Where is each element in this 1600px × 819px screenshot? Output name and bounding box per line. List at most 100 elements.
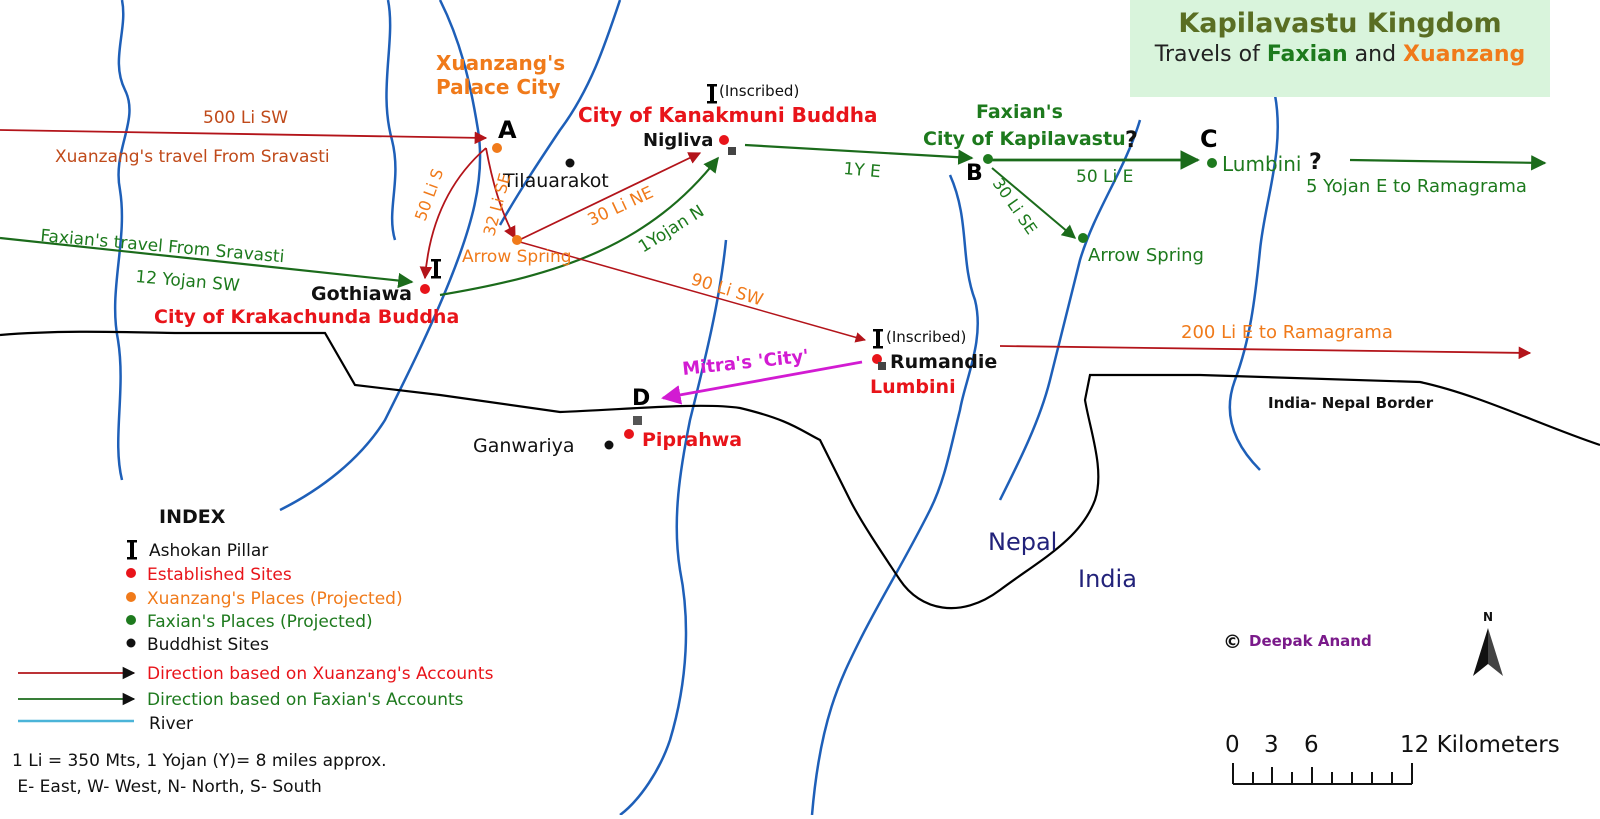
river-far-left <box>113 0 131 481</box>
index-label-established: Established Sites <box>147 565 292 585</box>
route-label-fx-from: Faxian's travel From Sravasti <box>40 226 286 267</box>
subtitle-and: and <box>1354 42 1397 67</box>
fx-route-30li-se <box>991 167 1077 239</box>
label-nepal: Nepal <box>988 528 1057 556</box>
xz-place-arrow-spring-dot <box>512 235 522 245</box>
label-ganwariya: Ganwariya <box>473 435 575 457</box>
river-upper-center <box>498 0 622 226</box>
india-nepal-border <box>0 330 1600 610</box>
scale-tick-3: 3 <box>1264 732 1279 758</box>
label-inscribed-rumandie: (Inscribed) <box>886 328 966 346</box>
xz-route-200li <box>999 345 1532 360</box>
scale-tick-6: 6 <box>1304 732 1319 758</box>
label-xuanzang-palace-1: Xuanzang's <box>436 51 565 75</box>
river-center <box>619 239 728 816</box>
fx-route-12yojan <box>0 236 414 289</box>
route-label-50li-e: 50 Li E <box>1076 167 1133 187</box>
label-a: A <box>498 116 517 144</box>
map-title: Kapilavastu Kingdom <box>1178 8 1502 39</box>
site-markers <box>420 135 1217 450</box>
subtitle-prefix: Travels of <box>1154 42 1260 67</box>
copyright-symbol: © <box>1223 631 1242 653</box>
fx-route-5yojan <box>1349 155 1547 171</box>
note-line-2: E- East, W- West, N- North, S- South <box>12 777 322 797</box>
river-upper-left <box>385 0 397 241</box>
scale-tick-12: 12 Kilometers <box>1400 732 1560 758</box>
rumandie-square <box>878 362 886 370</box>
routes <box>0 129 1547 405</box>
pillar-nigliva-icon <box>707 84 717 104</box>
established-piprahwa-dot <box>624 429 634 439</box>
route-label-12yojan: 12 Yojan SW <box>135 267 241 296</box>
index-label-pillar: Ashokan Pillar <box>149 541 268 561</box>
index-label-buddhist: Buddhist Sites <box>147 635 269 655</box>
ashokan-pillars <box>127 84 883 560</box>
index-dot-established <box>126 568 136 578</box>
route-label-xz-from: Xuanzang's travel From Sravasti <box>55 147 330 167</box>
xz-route-500li <box>0 129 488 145</box>
fx-place-arrow-spring-dot <box>1078 233 1088 243</box>
label-arrow-spring-xz: Arrow Spring <box>462 247 572 267</box>
index-label-xz-direction: Direction based on Xuanzang's Accounts <box>147 664 494 684</box>
route-label-50li-s: 50 Li S <box>411 166 447 223</box>
river-far-right <box>1228 94 1279 471</box>
label-tilauarakot: Tilauarakot <box>502 170 609 192</box>
route-label-200li: 200 Li E to Ramagrama <box>1181 322 1393 343</box>
subtitle-xuanzang: Xuanzang <box>1403 42 1526 67</box>
fx-place-lumbini-c-dot <box>1207 158 1217 168</box>
index-dot-buddhist <box>126 638 136 648</box>
label-faxian-city-2: City of Kapilavastu <box>923 128 1126 150</box>
route-label-90li-sw: 90 Li SW <box>689 270 766 311</box>
north-arrow-icon: N <box>1473 610 1503 676</box>
label-arrow-spring-fx: Arrow Spring <box>1088 245 1204 266</box>
river-right-center <box>810 174 979 816</box>
label-gothiawa: Gothiawa <box>311 283 412 305</box>
label-xuanzang-palace-2: Palace City <box>436 75 560 99</box>
label-border: India- Nepal Border <box>1268 394 1434 412</box>
scale-bar: 0 3 6 12 Kilometers <box>1225 732 1560 785</box>
route-label-1yojan-n: 1Yojan N <box>635 201 708 257</box>
label-c: C <box>1200 125 1218 153</box>
fx-route-1yojan-n <box>439 156 719 297</box>
label-nigliva: Nigliva <box>643 130 713 151</box>
index-label-faxian: Faxian's Places (Projected) <box>147 612 373 632</box>
xz-place-a-dot <box>492 143 502 153</box>
subtitle-faxian: Faxian <box>1266 42 1348 67</box>
map-index: INDEX Ashokan Pillar Established Sites X… <box>12 506 494 797</box>
label-kanakmuni: City of Kanakmuni Buddha <box>578 103 878 127</box>
buddhist-site-tilauarakot-dot <box>565 158 575 168</box>
label-inscribed-nigliva: (Inscribed) <box>719 82 799 100</box>
established-gothiawa-dot <box>420 284 430 294</box>
label-piprahwa: Piprahwa <box>642 429 742 451</box>
scale-tick-0: 0 <box>1225 732 1240 758</box>
river-right <box>998 119 1142 501</box>
established-rumandie-dot <box>872 354 882 364</box>
label-d: D <box>632 386 650 411</box>
pillar-rumandie-icon <box>873 329 883 349</box>
river-main <box>279 0 482 512</box>
label-rumandie: Rumandie <box>890 351 997 373</box>
credit-author: Deepak Anand <box>1249 632 1372 650</box>
xz-route-90li-sw <box>519 241 867 343</box>
label-faxian-city-question: ? <box>1125 128 1138 153</box>
title-box: Kapilavastu Kingdom Travels of Faxian an… <box>1130 0 1550 97</box>
label-india: India <box>1078 565 1137 593</box>
north-label: N <box>1483 610 1493 624</box>
mitra-route <box>661 360 863 405</box>
pillar-index-icon <box>127 540 137 560</box>
route-label-5yojan: 5 Yojan E to Ramagrama <box>1306 176 1527 197</box>
xz-route-32li-se <box>485 147 516 240</box>
label-faxian-city-1: Faxian's <box>976 101 1063 123</box>
buddhist-site-ganwariya-dot <box>604 440 614 450</box>
xz-route-50li-s <box>419 147 487 280</box>
xz-route-30li-ne <box>514 152 702 243</box>
index-label-fx-direction: Direction based on Faxian's Accounts <box>147 690 464 710</box>
pillar-gothiawa-icon <box>431 259 441 279</box>
established-nigliva-dot <box>719 135 729 145</box>
index-dot-faxian <box>126 615 136 625</box>
index-label-river: River <box>149 714 193 734</box>
rivers <box>113 0 1279 816</box>
label-lumbini-c: Lumbini <box>1222 152 1301 176</box>
route-label-500li: 500 Li SW <box>203 108 288 128</box>
